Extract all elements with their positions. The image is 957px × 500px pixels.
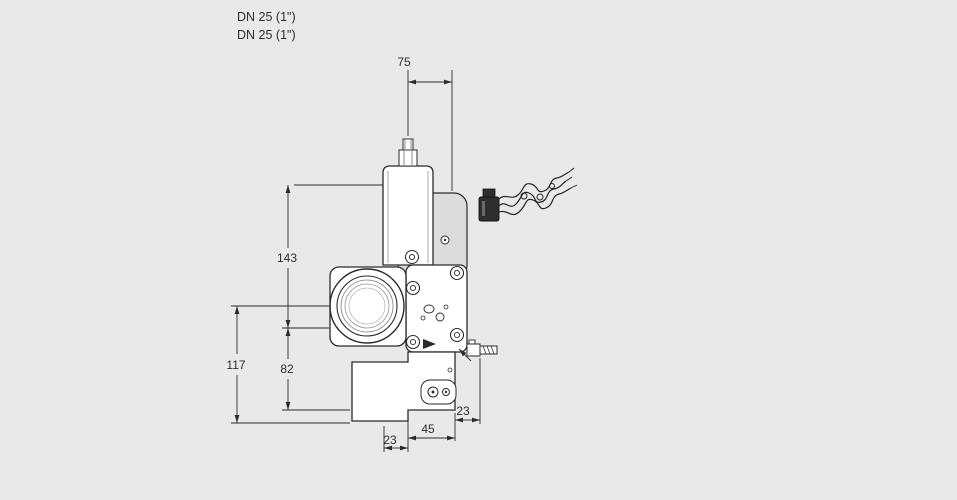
dimension-label-82: 82	[280, 362, 294, 376]
thread-line	[348, 287, 386, 325]
dimension-label-23-right: 23	[456, 404, 470, 418]
test-point	[423, 304, 435, 314]
valve-drawing	[329, 138, 578, 422]
solenoid-connector	[478, 188, 500, 222]
bolt-circle	[449, 265, 465, 281]
bolt-circle	[405, 334, 421, 350]
flow-direction-arrow	[423, 339, 436, 349]
actuator-cylinder	[382, 165, 434, 266]
dimension-label-117: 117	[226, 358, 245, 372]
test-nipple-fitting	[466, 339, 498, 357]
pressure-stage-block	[351, 351, 457, 422]
plate-pilot-hole	[440, 235, 450, 245]
dimension-143: 143	[277, 184, 383, 329]
dimension-75: 75	[397, 55, 453, 191]
dimension-82: 82	[280, 328, 350, 411]
flange-bore-inner	[336, 275, 398, 337]
bolt-circles	[405, 265, 465, 350]
adjustment-stem	[398, 138, 418, 167]
dimension-23-left: 23	[383, 415, 409, 452]
position-indicator-circle	[405, 250, 419, 264]
dimension-label-143: 143	[277, 251, 297, 265]
dimension-45: 45	[408, 413, 456, 441]
dn-size-label-2: DN 25 (1")	[237, 28, 296, 42]
connector-cable-wires	[497, 167, 578, 216]
dimension-label-45: 45	[421, 422, 435, 436]
thread-line	[340, 279, 394, 333]
bolt-circle	[405, 280, 421, 296]
thread-line	[344, 283, 390, 329]
dimension-23-right: 23	[455, 358, 481, 424]
leader-arrow	[458, 348, 472, 362]
inlet-flange	[329, 266, 407, 347]
bolt-circle	[449, 327, 465, 343]
flange-bore-outer	[329, 268, 405, 344]
dimension-117: 117	[226, 305, 350, 424]
dn-size-label-1: DN 25 (1")	[237, 10, 296, 24]
test-point	[435, 312, 445, 322]
dimension-label-75: 75	[397, 55, 411, 69]
dimension-label-23-left: 23	[383, 433, 397, 447]
